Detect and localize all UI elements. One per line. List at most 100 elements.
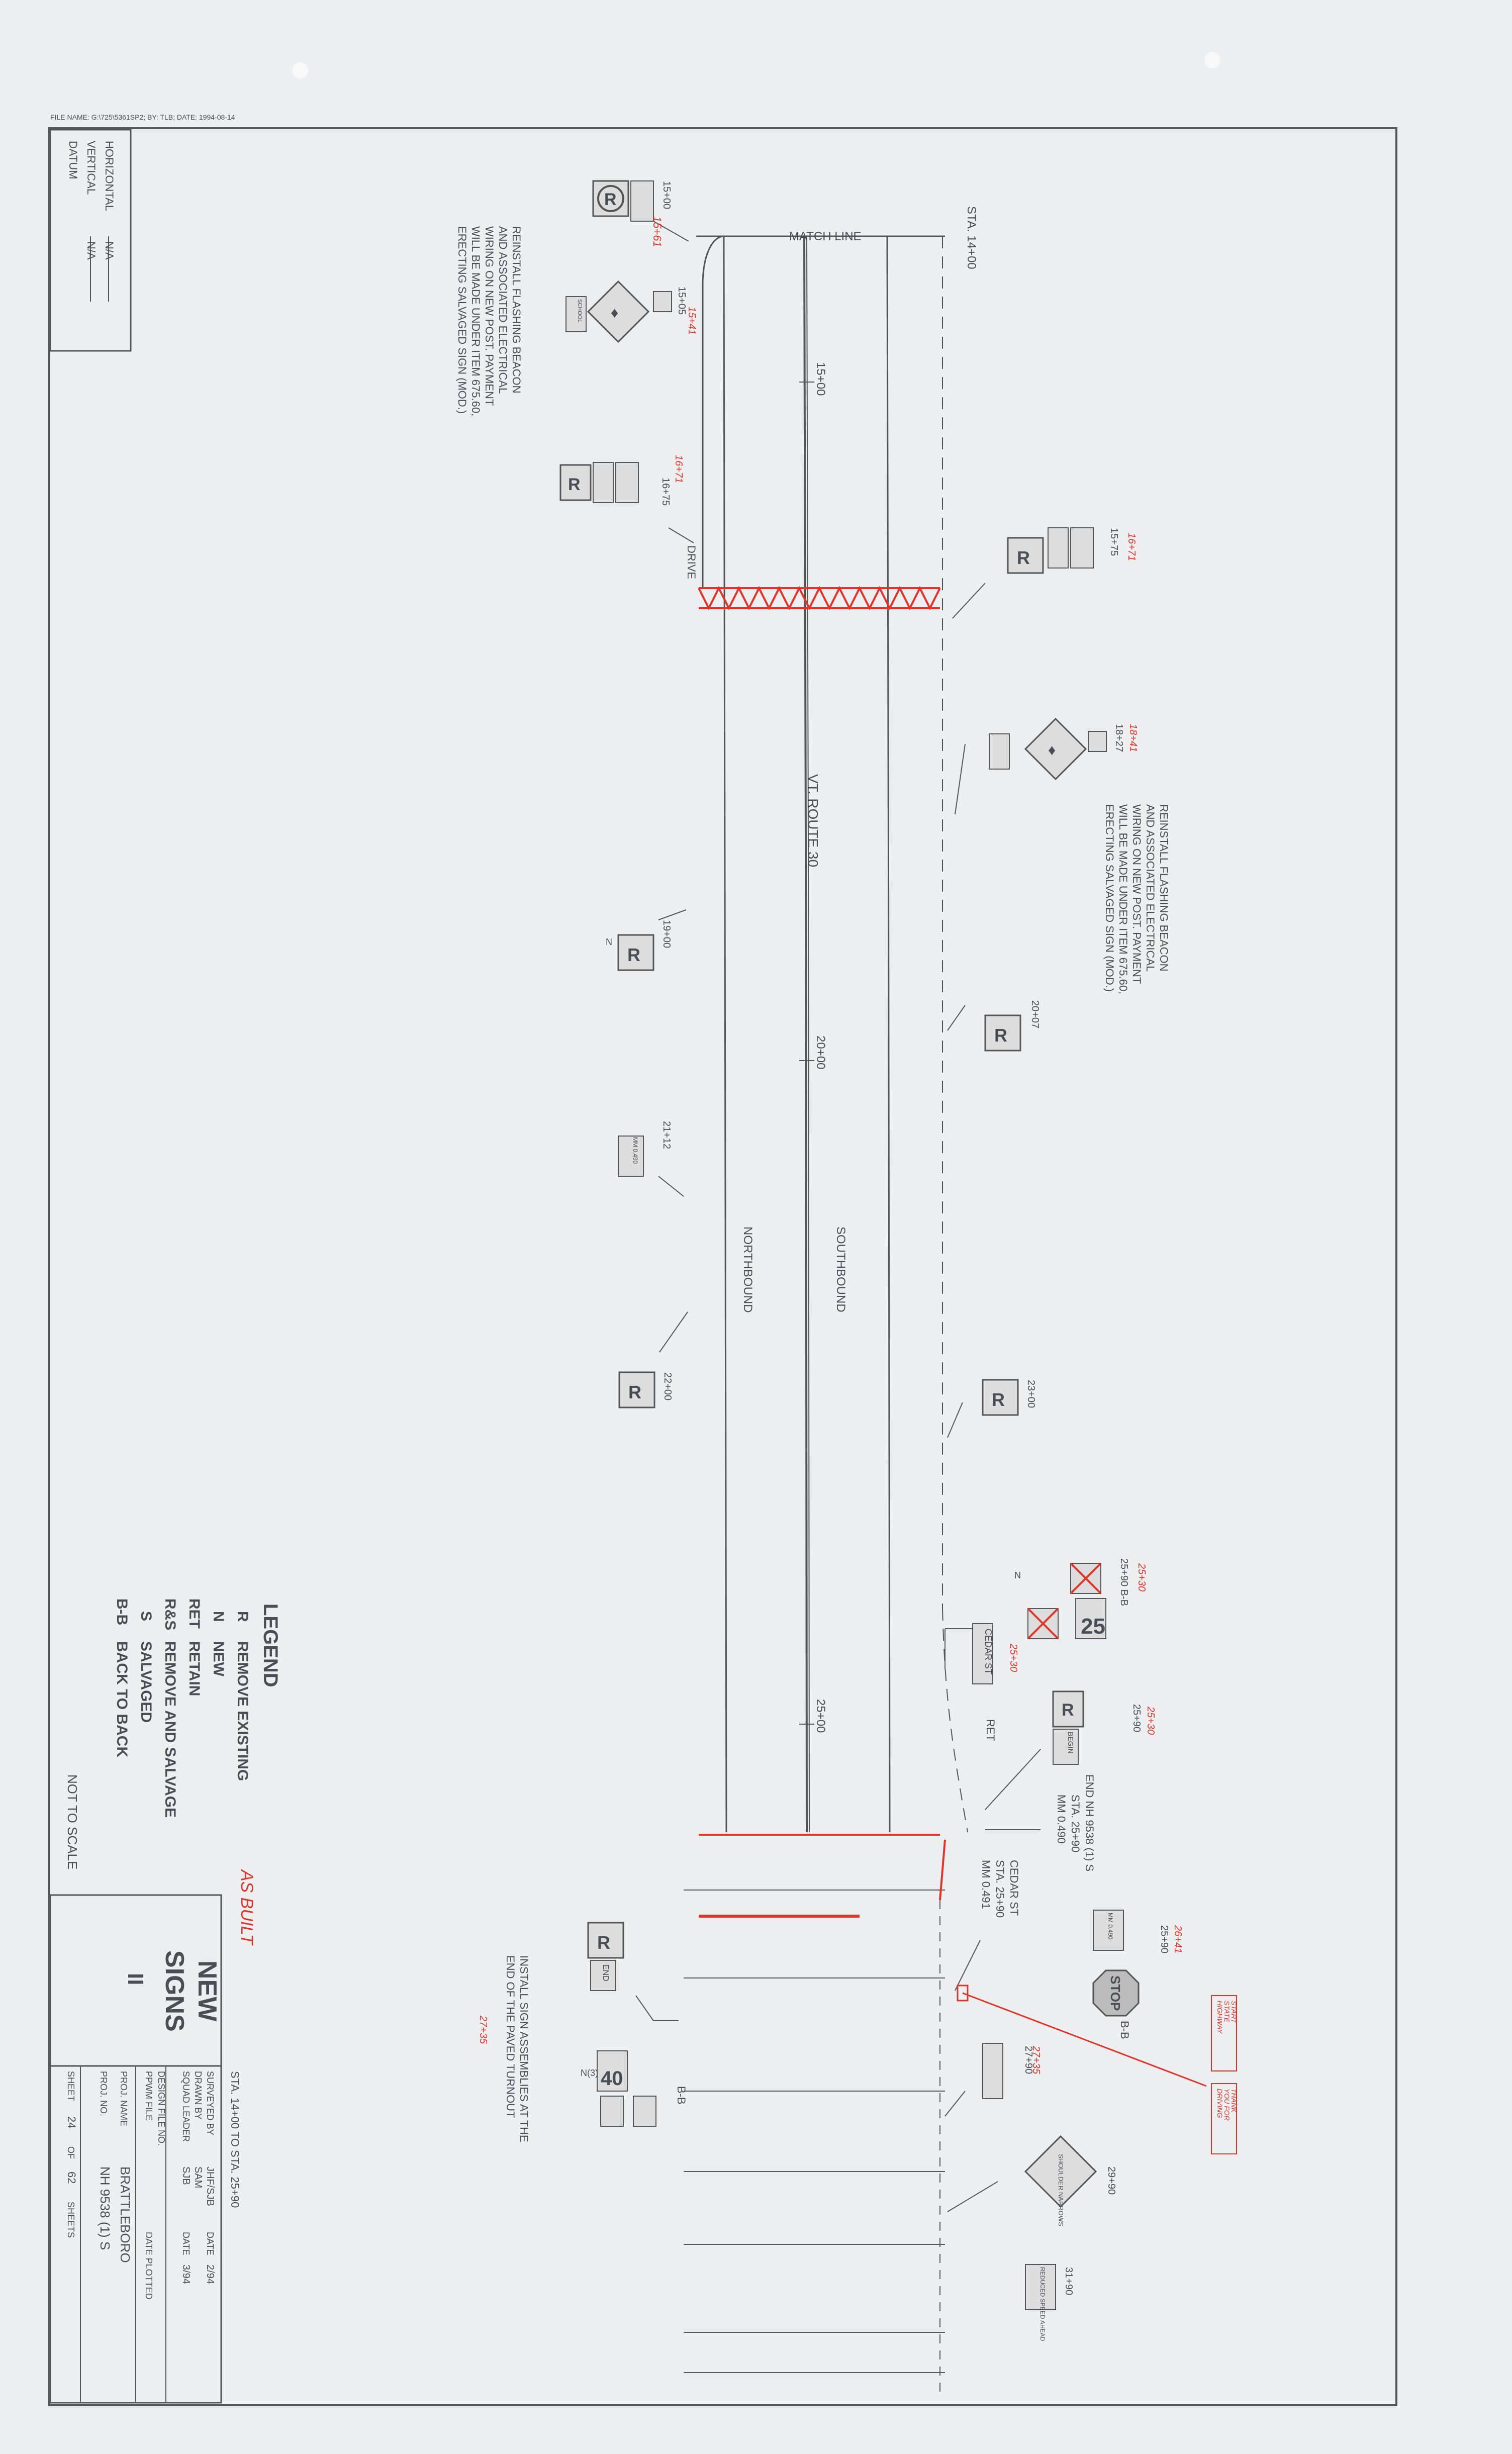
svg-text:27+35: 27+35	[478, 2015, 489, 2044]
sign-s14-end: R END	[587, 1922, 679, 2021]
sign-s7: R 20+07	[947, 1000, 1041, 1052]
svg-text:DRAWN BY: DRAWN BY	[193, 2071, 203, 2119]
svg-text:MM 0.490: MM 0.490	[1107, 1913, 1114, 1940]
sign-s3: R 16+75	[559, 462, 694, 543]
datum-horizontal-label: HORIZONTAL	[103, 141, 116, 211]
svg-text:STOP: STOP	[1108, 1975, 1123, 2011]
svg-text:BRATTLEBORO: BRATTLEBORO	[118, 2166, 133, 2263]
northbound-label: NORTHBOUND	[741, 1226, 754, 1313]
sign-s12-begin: R BEGIN 25+90	[985, 1690, 1142, 1810]
sign-s1: R 15+00	[592, 180, 689, 242]
svg-text:2/94: 2/94	[205, 2264, 216, 2284]
svg-text:R: R	[627, 945, 640, 965]
title-roman: II	[123, 1973, 148, 1985]
svg-text:25: 25	[1081, 1614, 1105, 1639]
svg-text:22+00: 22+00	[662, 1372, 673, 1400]
svg-text:R: R	[604, 190, 617, 209]
svg-text:WIRING ON NEW POST. PAYMENT: WIRING ON NEW POST. PAYMENT	[483, 226, 496, 406]
svg-text:AS BUILT: AS BUILT	[237, 1869, 256, 1946]
svg-text:15+41: 15+41	[686, 307, 697, 335]
svg-text:16+75: 16+75	[660, 478, 671, 506]
sign-s17: 27+90	[944, 2043, 1034, 2117]
svg-text:WILL BE MADE UNDER ITEM 675.60: WILL BE MADE UNDER ITEM 675.60,	[469, 226, 482, 416]
sign-s15-speed40: 40 N(3) B-B	[581, 2050, 688, 2127]
title-new: NEW	[193, 1960, 222, 2022]
svg-text:STATE: STATE	[1223, 2001, 1231, 2023]
svg-text:N: N	[210, 1611, 227, 1622]
svg-text:15+61: 15+61	[651, 216, 664, 247]
svg-text:15+05: 15+05	[676, 287, 687, 315]
svg-text:18+27: 18+27	[1113, 724, 1124, 752]
sheet-border	[48, 127, 1397, 2406]
station-ticks	[799, 382, 814, 1725]
svg-text:CEDAR ST: CEDAR ST	[1008, 1860, 1020, 1916]
svg-text:WIRING ON NEW POST. PAYMENT: WIRING ON NEW POST. PAYMENT	[1130, 804, 1143, 984]
svg-text:HIGHWAY: HIGHWAY	[1216, 2001, 1224, 2034]
svg-text:MM 0.490: MM 0.490	[632, 1137, 639, 1164]
svg-text:19+00: 19+00	[661, 920, 672, 948]
svg-text:27+90: 27+90	[1023, 2046, 1034, 2074]
svg-text:STA. 25+90: STA. 25+90	[1069, 1795, 1082, 1852]
road-name: VT. ROUTE 30	[805, 774, 821, 867]
sign-s16-shoulder: SHOULDER NARROWS 29+90	[947, 2135, 1117, 2226]
svg-text:25+90 B-B: 25+90 B-B	[1118, 1558, 1129, 1606]
svg-text:REINSTALL FLASHING BEACON: REINSTALL FLASHING BEACON	[1158, 804, 1170, 972]
sign-s18-reduced: REDUCED SPEED AHEAD 31+90	[1025, 2264, 1074, 2341]
sign-s13-stop: MM 0.490 STOP 25+90 B-B	[1092, 1910, 1170, 2039]
svg-text:SHOULDER NARROWS: SHOULDER NARROWS	[1057, 2154, 1065, 2226]
svg-text:JHF/SJB: JHF/SJB	[205, 2166, 216, 2206]
svg-text:R: R	[597, 1932, 610, 1953]
beacon-note-left: REINSTALL FLASHING BEACON AND ASSOCIATED…	[456, 226, 523, 416]
svg-text:INSTALL SIGN ASSEMBLIES AT THE: INSTALL SIGN ASSEMBLIES AT THE	[518, 1955, 530, 2142]
svg-text:20+07: 20+07	[1029, 1000, 1041, 1028]
punch-hole	[292, 62, 308, 78]
svg-text:15+00: 15+00	[661, 181, 672, 209]
svg-text:♦: ♦	[611, 305, 618, 321]
svg-text:R: R	[992, 1389, 1005, 1410]
svg-text:SHEET: SHEET	[66, 2071, 76, 2101]
svg-text:OF: OF	[66, 2146, 76, 2159]
svg-text:DATE: DATE	[205, 2232, 215, 2255]
svg-text:RET: RET	[186, 1598, 203, 1629]
svg-text:THANK: THANK	[1230, 2089, 1238, 2113]
svg-text:N: N	[606, 937, 612, 947]
svg-text:♦: ♦	[1048, 742, 1056, 759]
svg-text:25+30: 25+30	[1008, 1643, 1019, 1672]
sign-s5-beacon: ♦ 18+27	[955, 717, 1124, 815]
svg-text:31+90: 31+90	[1063, 2267, 1074, 2295]
svg-text:MM 0.491: MM 0.491	[980, 1860, 992, 1909]
svg-text:S: S	[138, 1611, 154, 1621]
svg-text:END OF THE PAVED TURNOUT: END OF THE PAVED TURNOUT	[504, 1955, 517, 2118]
station-20: 20+00	[814, 1035, 827, 1069]
svg-text:23+00: 23+00	[1025, 1380, 1036, 1408]
install-note: INSTALL SIGN ASSEMBLIES AT THE END OF TH…	[504, 1955, 530, 2142]
punch-hole	[1204, 52, 1220, 68]
svg-text:29+90: 29+90	[1106, 2166, 1117, 2195]
title-block: NEW SIGNS II STA. 14+00 TO STA. 25+90 SU…	[49, 1894, 241, 2404]
svg-text:BACK TO BACK: BACK TO BACK	[114, 1641, 130, 1757]
southbound-label: SOUTHBOUND	[834, 1226, 847, 1312]
svg-text:27+35: 27+35	[1030, 2045, 1042, 2074]
datum-title: DATUM	[67, 141, 79, 179]
svg-text:16+71: 16+71	[673, 455, 684, 483]
svg-text:DATE PLOTTED: DATE PLOTTED	[144, 2232, 154, 2300]
svg-text:3/94: 3/94	[180, 2264, 192, 2284]
redline-zigzag	[698, 586, 946, 1918]
svg-text:B-B: B-B	[675, 2086, 688, 2105]
svg-text:40: 40	[601, 2067, 623, 2090]
station-15: 15+00	[814, 362, 827, 396]
sign-s8-mm: MM 0.490 21+12	[618, 1121, 684, 1197]
svg-text:B-B: B-B	[114, 1598, 130, 1625]
svg-text:NOT TO SCALE: NOT TO SCALE	[65, 1774, 80, 1869]
datum-vertical-label: VERTICAL	[85, 141, 98, 195]
svg-text:REINSTALL FLASHING BEACON: REINSTALL FLASHING BEACON	[510, 226, 523, 394]
sign-s4: R 15+75	[952, 527, 1119, 619]
datum-box: DATUM VERTICAL N/A HORIZONTAL N/A	[49, 129, 132, 352]
svg-text:R: R	[628, 1382, 641, 1402]
svg-text:R: R	[234, 1611, 251, 1622]
sign-s2-beacon: ♦ 15+05 SCHOOL	[565, 280, 687, 343]
file-name: FILE NAME: G:\725\5361SP2; BY: TLB; DATE…	[50, 113, 235, 121]
svg-text:26+41: 26+41	[1172, 1925, 1183, 1953]
